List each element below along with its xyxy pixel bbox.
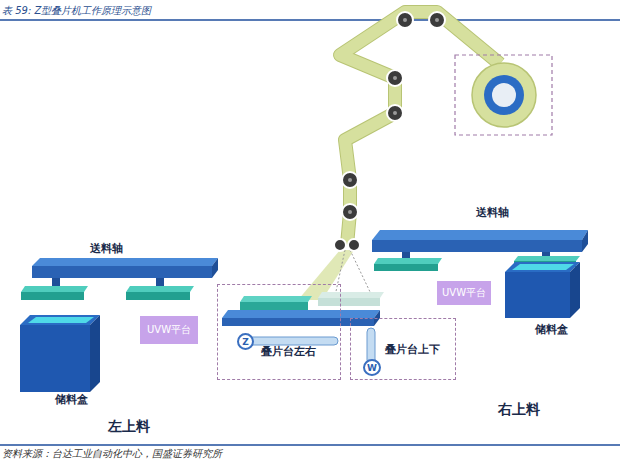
- part-label: 送料轴: [476, 206, 509, 219]
- part-label: 送料轴: [90, 242, 123, 255]
- stack-table-ud-region: 叠片台上下 W: [350, 318, 456, 380]
- storage-box: 储料盒: [18, 312, 104, 410]
- feed-axis: 送料轴: [20, 242, 220, 288]
- part-label: 储料盒: [535, 323, 568, 336]
- part-label: 储料盒: [55, 393, 88, 406]
- storage-box: 储料盒: [505, 258, 585, 340]
- platform-label: UVW平台: [147, 324, 191, 336]
- motor-letter: Z: [242, 336, 249, 347]
- source-caption: 资料来源：台达工业自动化中心，国盛证券研究所: [2, 447, 222, 461]
- uvw-platform: UVW平台: [437, 281, 491, 305]
- motor-circle: Z: [237, 333, 254, 350]
- feed-side-label: 右上料: [498, 401, 540, 419]
- motor-circle: W: [363, 359, 381, 376]
- motor-letter: W: [367, 362, 377, 373]
- part-label: 叠片台左右: [261, 345, 316, 358]
- stack-table-lr-region: 叠片台左右 Z: [217, 284, 341, 380]
- platform-label: UVW平台: [442, 287, 486, 299]
- figure-title: 表 59: Z型叠片机工作原理示意图: [2, 4, 151, 18]
- feed-axis: 送料轴: [368, 206, 588, 252]
- feed-side-label: 左上料: [108, 418, 150, 436]
- part-label: 叠片台上下: [385, 343, 440, 356]
- uvw-platform: UVW平台: [140, 316, 198, 344]
